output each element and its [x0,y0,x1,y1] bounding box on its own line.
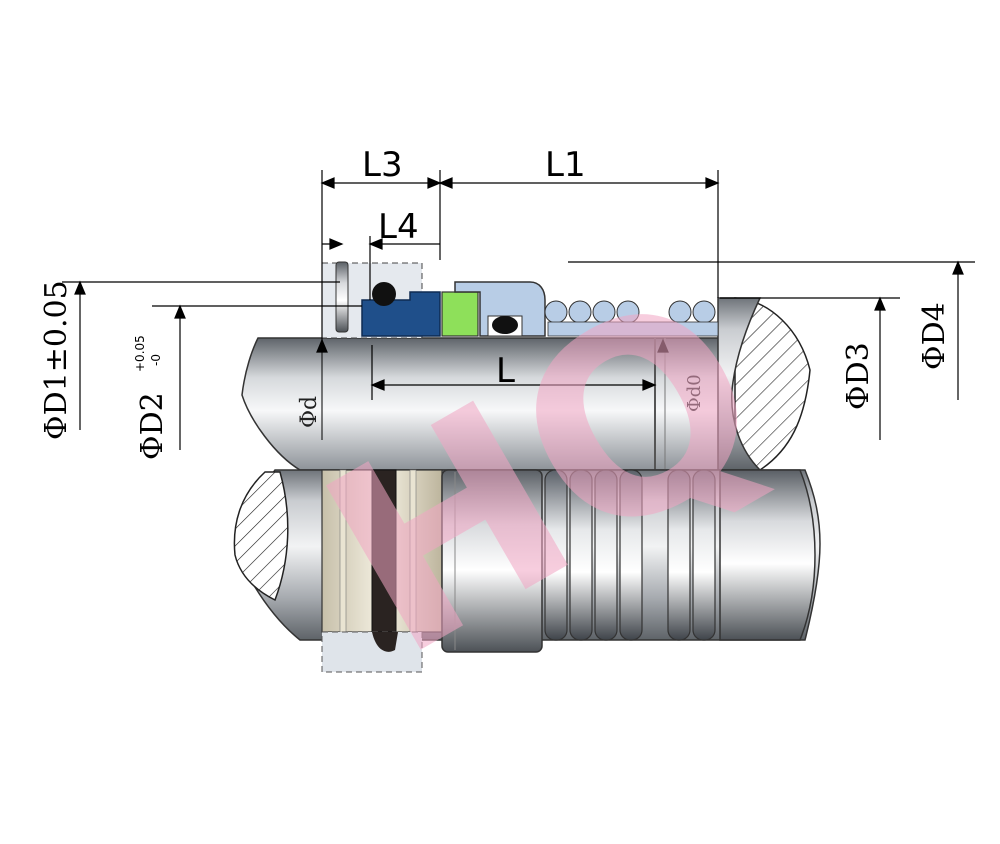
rotating-collar-lower [441,469,543,653]
seal-face [441,291,479,337]
spring-coils-upper [544,300,719,337]
dimension-lines [62,170,975,450]
anti-rotation-pin [335,261,349,333]
spring-coils-lower [544,469,716,641]
label-phi-D3: ΦD3 [841,342,876,410]
rotating-retainer-upper [454,281,546,337]
housing-section-right [717,297,811,471]
label-phi-D2-tol-plus: +0.05 [133,335,147,372]
label-phi-D2-tol-minus: -0 [149,354,163,366]
label-L3: L3 [362,145,403,185]
label-L: L [496,351,515,391]
label-phi-D1: ΦD1±0.05 [39,280,74,440]
shaft [241,337,741,471]
label-phi-d0: Φd0 [684,374,705,412]
label-L4: L4 [378,207,419,247]
stationary-seat-upper [361,282,441,337]
stationary-seat-lower [321,469,443,673]
dimension-labels: L3 L1 L4 L Φd Φd0 ΦD1±0.05 ΦD2 +0.05 -0 … [39,145,952,460]
label-phi-D4: ΦD4 [917,302,952,370]
label-phi-d: Φd [297,396,322,428]
label-phi-D2: ΦD2 [135,392,170,460]
label-L1: L1 [545,145,586,185]
